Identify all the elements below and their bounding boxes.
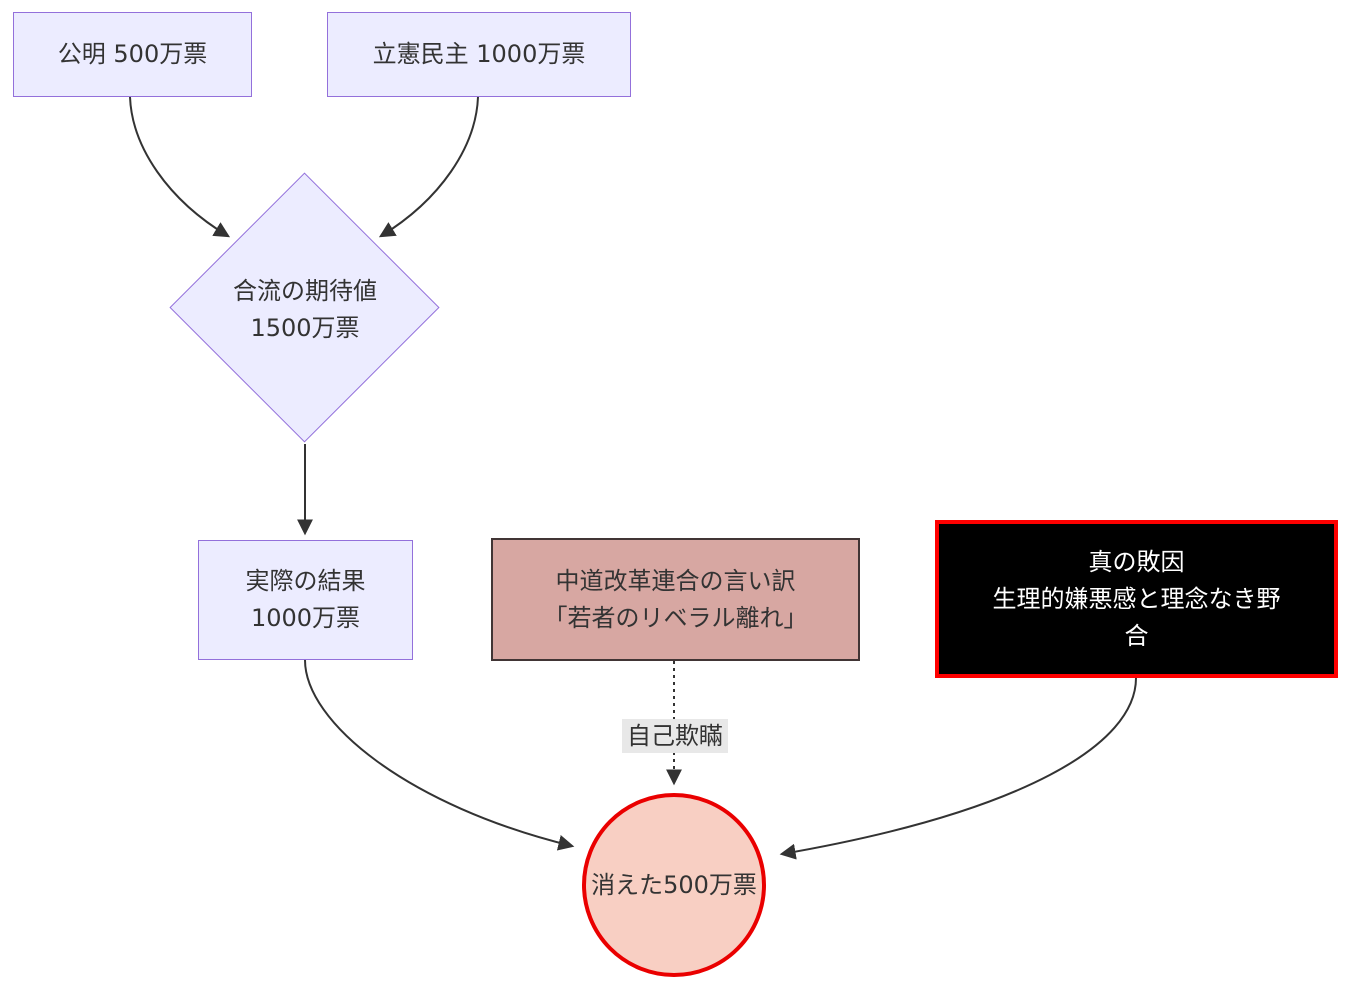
node-excuse-line1: 中道改革連合の言い訳 [555,566,796,595]
edge-rikken-to-expectation [378,96,479,238]
node-rikken: 立憲民主 1000万票 [327,12,631,97]
node-excuse-line2: 「若者のリベラル離れ」 [543,603,808,632]
node-lost-votes-circle: 消えた500万票 [582,793,766,977]
node-actual-result: 実際の結果 1000万票 [198,540,413,660]
node-true-cause: 真の敗因 生理的嫌悪感と理念なき野合 [935,520,1338,678]
node-true-cause-line1: 真の敗因 [1088,547,1185,576]
node-rikken-label: 立憲民主 1000万票 [372,40,586,68]
node-expectation-label: 合流の期待値 1500万票 [175,270,435,350]
node-lost-votes-label: 消えた500万票 [591,870,757,899]
node-true-cause-line2: 生理的嫌悪感と理念なき野合 [992,584,1281,650]
node-excuse: 中道改革連合の言い訳 「若者のリベラル離れ」 [491,538,860,661]
edge-actual-to-lost-votes [304,659,575,851]
node-komei-label: 公明 500万票 [57,40,208,68]
node-expectation-line1: 合流の期待値 [233,277,377,305]
node-actual-line1: 実際の結果 [245,567,366,595]
edge-komei-to-expectation [129,96,231,238]
edge-label-self-deception: 自己欺瞞 [622,719,728,753]
node-actual-line2: 1000万票 [250,604,361,632]
node-expectation-line2: 1500万票 [250,314,360,342]
node-komei: 公明 500万票 [13,12,252,97]
edge-true-cause-to-lost-votes [779,677,1137,860]
